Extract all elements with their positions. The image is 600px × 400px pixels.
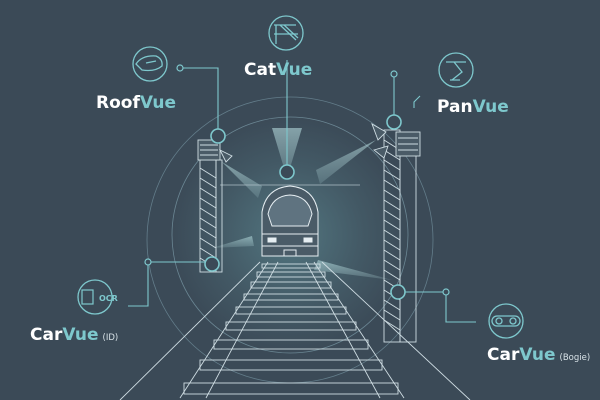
catenary-icon xyxy=(268,15,304,51)
label-carvue-bogie-prefix: Car xyxy=(487,345,520,365)
left-mast xyxy=(197,139,233,273)
label-panvue-prefix: Pan xyxy=(437,97,473,117)
label-roofvue: RoofVue xyxy=(96,93,176,113)
label-carvue-bogie: CarVue(Bogie) xyxy=(487,345,590,368)
label-carvue-id-suffix: Vue xyxy=(62,325,99,345)
right-mast xyxy=(371,122,421,343)
label-panvue: PanVue xyxy=(437,97,509,117)
inner-ring xyxy=(171,116,409,354)
bogie-icon xyxy=(488,303,524,339)
track-sleepers xyxy=(183,263,399,395)
label-roofvue-suffix: Vue xyxy=(139,93,177,113)
connector-end-dots xyxy=(144,64,450,296)
label-carvue-bogie-note: (Bogie) xyxy=(559,353,591,363)
label-catvue-prefix: Cat xyxy=(244,60,277,80)
roof-train-icon xyxy=(132,46,168,82)
connector-lines xyxy=(128,60,476,323)
label-catvue: CatVue xyxy=(244,60,312,80)
label-roofvue-prefix: Roof xyxy=(96,93,140,113)
ocr-icon-text: OCR xyxy=(99,294,118,303)
pantograph-icon xyxy=(438,52,474,88)
sensor-nodes xyxy=(204,114,406,300)
train-front xyxy=(261,185,319,257)
label-carvue-bogie-suffix: Vue xyxy=(519,345,556,365)
label-catvue-suffix: Vue xyxy=(276,60,313,80)
label-carvue-id-note: (ID) xyxy=(102,333,119,343)
label-panvue-suffix: Vue xyxy=(472,97,509,117)
ocr-icon xyxy=(77,279,113,315)
label-carvue-id-prefix: Car xyxy=(30,325,63,345)
label-carvue-id: CarVue(ID) xyxy=(30,325,118,348)
